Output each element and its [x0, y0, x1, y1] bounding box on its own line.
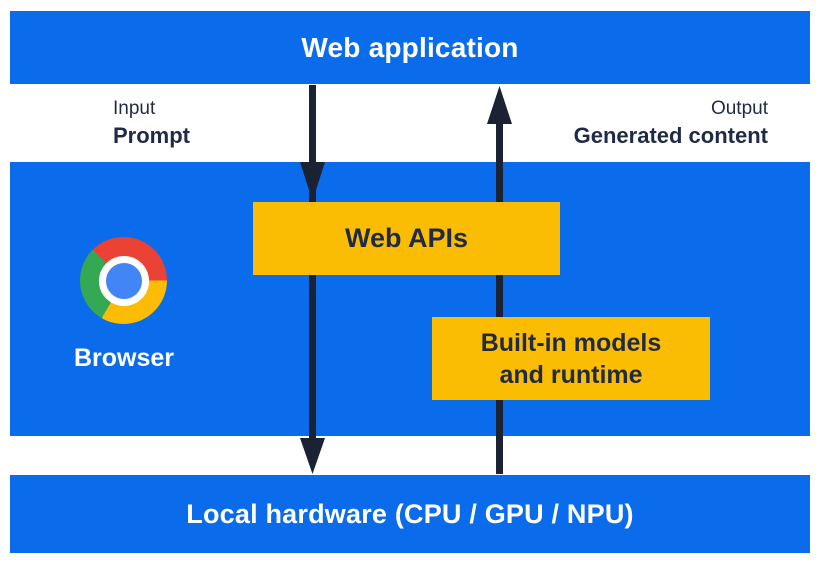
output-label-group: Output Generated content — [574, 98, 768, 149]
chrome-logo-hub — [98, 255, 149, 306]
chrome-logo-disc — [80, 237, 167, 324]
input-value-prompt: Prompt — [113, 123, 190, 148]
browser-label: Browser — [73, 344, 175, 372]
local-hardware-bar: Local hardware (CPU / GPU / NPU) — [10, 475, 810, 553]
builtin-models-box: Built-in models and runtime — [432, 317, 710, 400]
generated-content-up-arrow — [487, 86, 512, 474]
builtin-models-label-line2: and runtime — [499, 360, 643, 389]
prompt-down-arrow — [300, 85, 325, 474]
input-caption: Input — [113, 98, 156, 119]
local-hardware-label: Local hardware (CPU / GPU / NPU) — [186, 498, 634, 529]
web-apis-box: Web APIs — [253, 202, 560, 275]
input-label-group: Input Prompt — [113, 98, 190, 149]
output-value-generated-content: Generated content — [573, 123, 768, 148]
chrome-logo-icon — [80, 237, 167, 324]
output-caption: Output — [710, 98, 768, 119]
web-apis-label: Web APIs — [344, 223, 469, 253]
web-application-label: Web application — [301, 31, 519, 63]
web-application-bar: Web application — [10, 11, 810, 84]
builtin-models-label-line1: Built-in models — [480, 328, 662, 357]
